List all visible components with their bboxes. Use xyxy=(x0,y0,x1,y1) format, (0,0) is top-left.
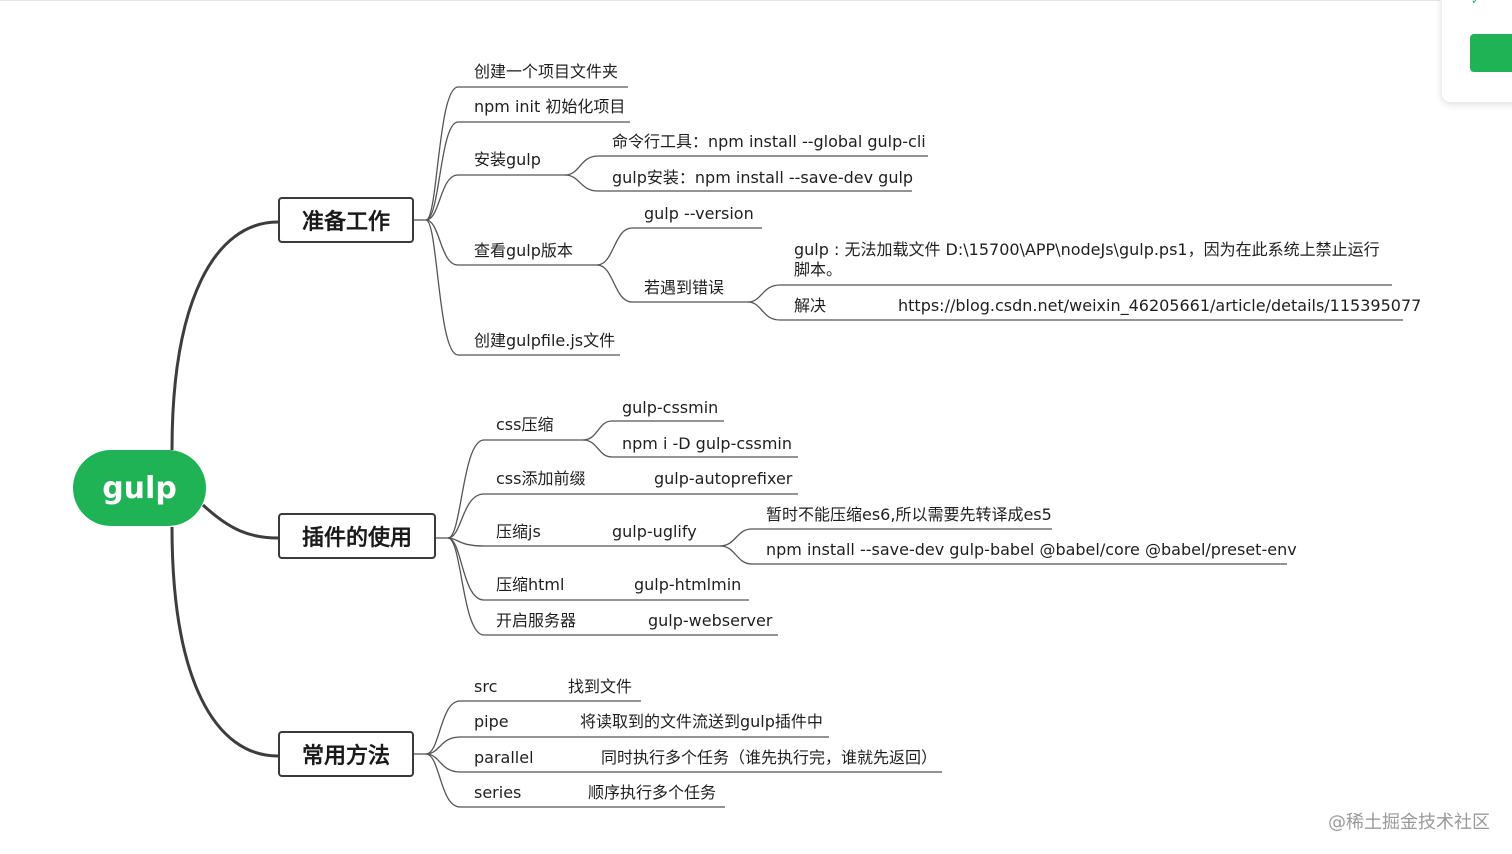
topic-error-message[interactable]: gulp : 无法加载文件 D:\15700\APP\nodeJs\gulp.p… xyxy=(794,240,1380,279)
topic-src-desc[interactable]: 找到文件 xyxy=(568,677,633,696)
topic-pipe[interactable]: pipe xyxy=(474,712,509,731)
panel-action-button[interactable] xyxy=(1470,34,1512,72)
branch-node-prep[interactable]: 准备工作 xyxy=(278,197,414,243)
topic-solution-label: 解决 xyxy=(794,296,827,315)
topic-solution-link[interactable]: https://blog.csdn.net/weixin_46205661/ar… xyxy=(898,296,1422,315)
topic-check-version[interactable]: 查看gulp版本 xyxy=(474,241,573,260)
topic-parallel-desc[interactable]: 同时执行多个任务（谁先执行完，谁就先返回） xyxy=(601,748,938,767)
topic-autoprefixer-plugin[interactable]: gulp-autoprefixer xyxy=(654,469,793,488)
topic-cssmin-plugin[interactable]: gulp-cssmin xyxy=(622,398,719,417)
topic-parallel[interactable]: parallel xyxy=(474,748,534,767)
topic-htmlmin-plugin[interactable]: gulp-htmlmin xyxy=(634,575,742,594)
topic-uglify-note[interactable]: 暂时不能压缩es6,所以需要先转译成es5 xyxy=(766,505,1052,524)
topic-series[interactable]: series xyxy=(474,783,522,802)
topic-uglify-plugin[interactable]: gulp-uglify xyxy=(612,522,697,541)
topic-version-cmd[interactable]: gulp --version xyxy=(644,204,754,223)
topic-start-server[interactable]: 开启服务器 xyxy=(496,611,577,630)
branch-node-methods[interactable]: 常用方法 xyxy=(278,731,414,777)
topic-js-minify[interactable]: 压缩js xyxy=(496,522,541,541)
topic-create-folder[interactable]: 创建一个项目文件夹 xyxy=(474,62,619,81)
topic-cssmin-install[interactable]: npm i -D gulp-cssmin xyxy=(622,434,792,453)
topic-install-local[interactable]: gulp安装：npm install --save-dev gulp xyxy=(612,168,914,187)
topic-install-gulp[interactable]: 安装gulp xyxy=(474,150,541,169)
topic-pipe-desc[interactable]: 将读取到的文件流送到gulp插件中 xyxy=(580,712,823,731)
watermark: @稀土掘金技术社区 xyxy=(1328,812,1490,833)
topic-webserver-plugin[interactable]: gulp-webserver xyxy=(648,611,773,630)
topic-error[interactable]: 若遇到错误 xyxy=(644,278,725,297)
topic-babel-install[interactable]: npm install --save-dev gulp-babel @babel… xyxy=(766,540,1297,559)
topic-install-cli[interactable]: 命令行工具：npm install --global gulp-cli xyxy=(612,132,926,151)
topic-css-prefix[interactable]: css添加前缀 xyxy=(496,469,586,488)
branch-node-plugins[interactable]: 插件的使用 xyxy=(278,513,436,559)
topic-gulpfile[interactable]: 创建gulpfile.js文件 xyxy=(474,331,616,350)
root-node[interactable]: gulp xyxy=(73,450,206,526)
top-divider xyxy=(0,0,1440,1)
topic-css-minify[interactable]: css压缩 xyxy=(496,415,554,434)
topic-src[interactable]: src xyxy=(474,677,498,696)
topic-html-minify[interactable]: 压缩html xyxy=(496,575,565,594)
check-icon: ✓ xyxy=(1471,0,1481,7)
topic-series-desc[interactable]: 顺序执行多个任务 xyxy=(588,783,717,802)
topic-npm-init[interactable]: npm init 初始化项目 xyxy=(474,97,626,116)
